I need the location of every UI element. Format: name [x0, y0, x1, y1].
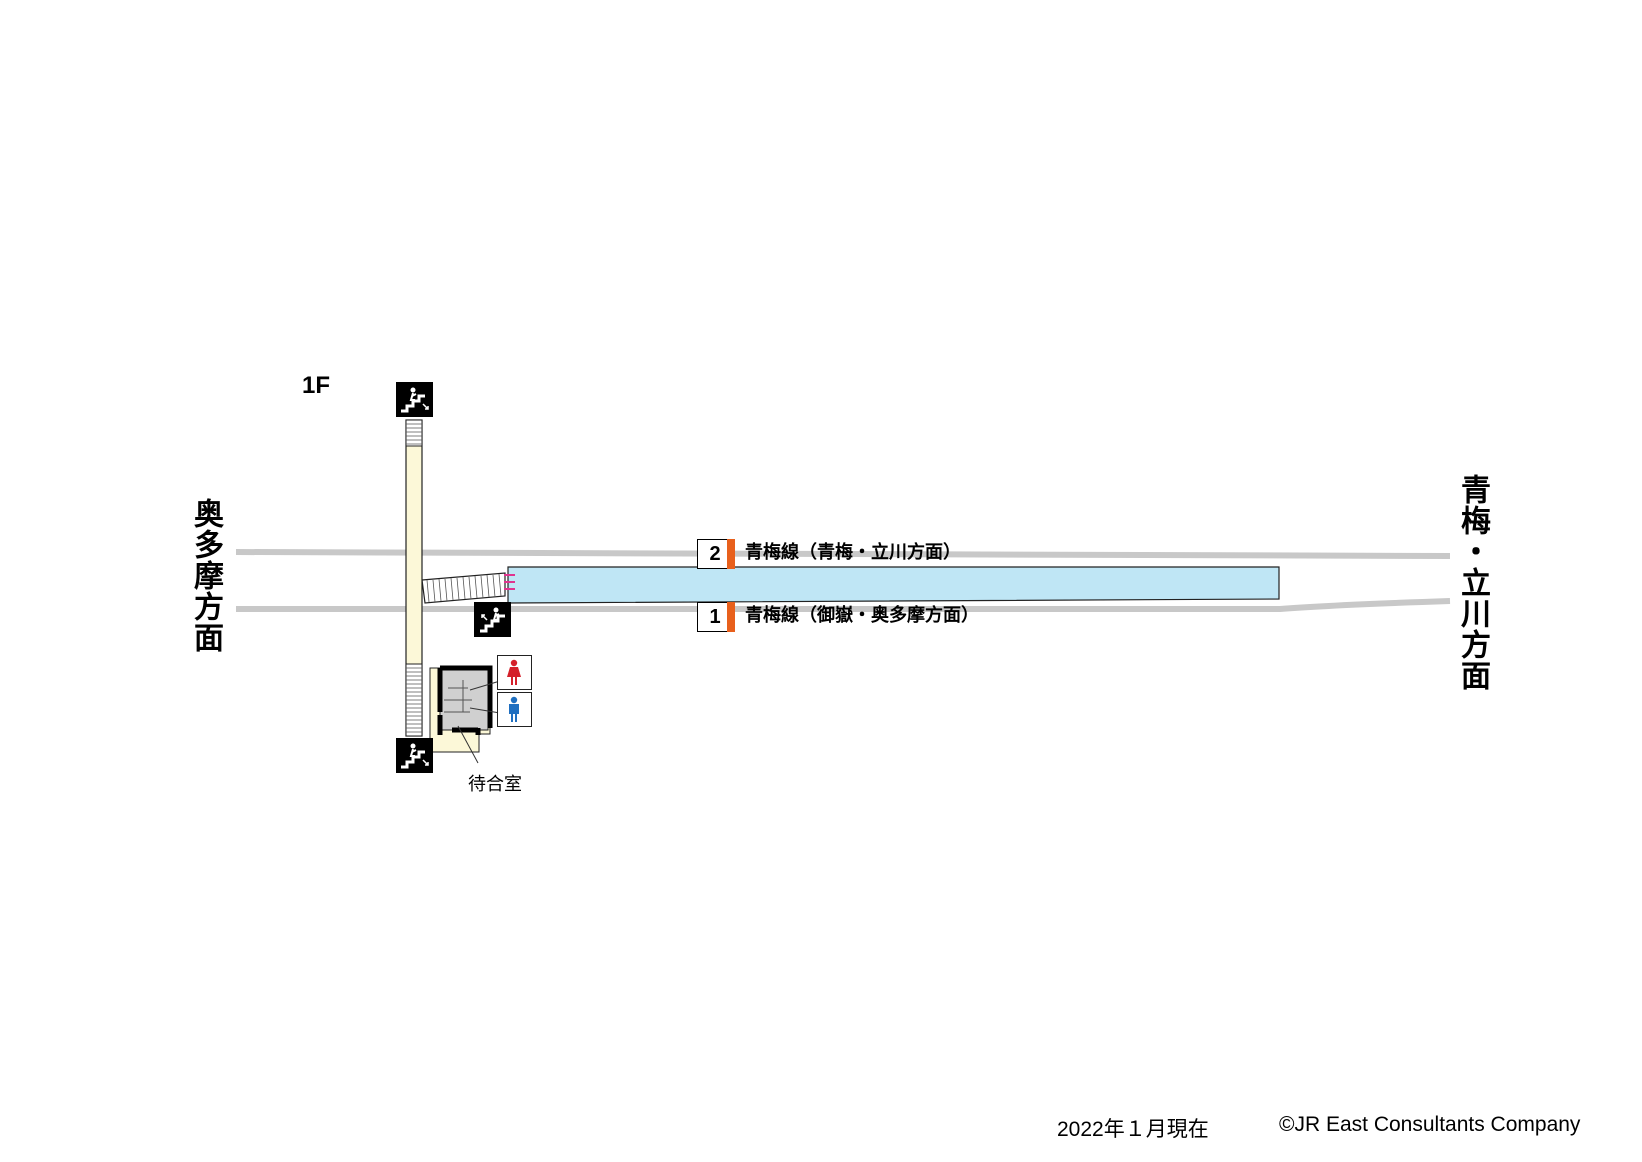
mens-restroom-icon [497, 692, 532, 727]
stairs-up-icon [396, 382, 433, 417]
platform-2-label: 青梅線（青梅・立川方面） [745, 542, 961, 563]
platform-1-marker [727, 602, 735, 632]
stairs-down-icon [474, 602, 511, 637]
footer-date: 2022年１月現在 [1057, 1118, 1209, 1141]
footer-copyright: ©JR East Consultants Company [1279, 1113, 1581, 1136]
track-2 [235, 549, 1451, 559]
direction-ome-tachikawa: 青梅・立川方面 [1455, 474, 1490, 691]
platform-1-label: 青梅線（御嶽・奥多摩方面） [745, 605, 979, 626]
waiting-room-label: 待合室 [468, 774, 522, 795]
track-1 [236, 598, 1451, 612]
platform-2-marker [727, 539, 735, 569]
stairs-up-icon [396, 738, 433, 773]
floor-label: 1F [302, 372, 331, 399]
platform-ramp [421, 572, 506, 604]
platform-stopper [504, 574, 515, 590]
island-platform [507, 566, 1280, 604]
womens-restroom-icon [497, 655, 532, 690]
station-building [437, 665, 501, 764]
tracks [235, 549, 1451, 612]
direction-okutama: 奥多摩方面 [188, 498, 223, 653]
